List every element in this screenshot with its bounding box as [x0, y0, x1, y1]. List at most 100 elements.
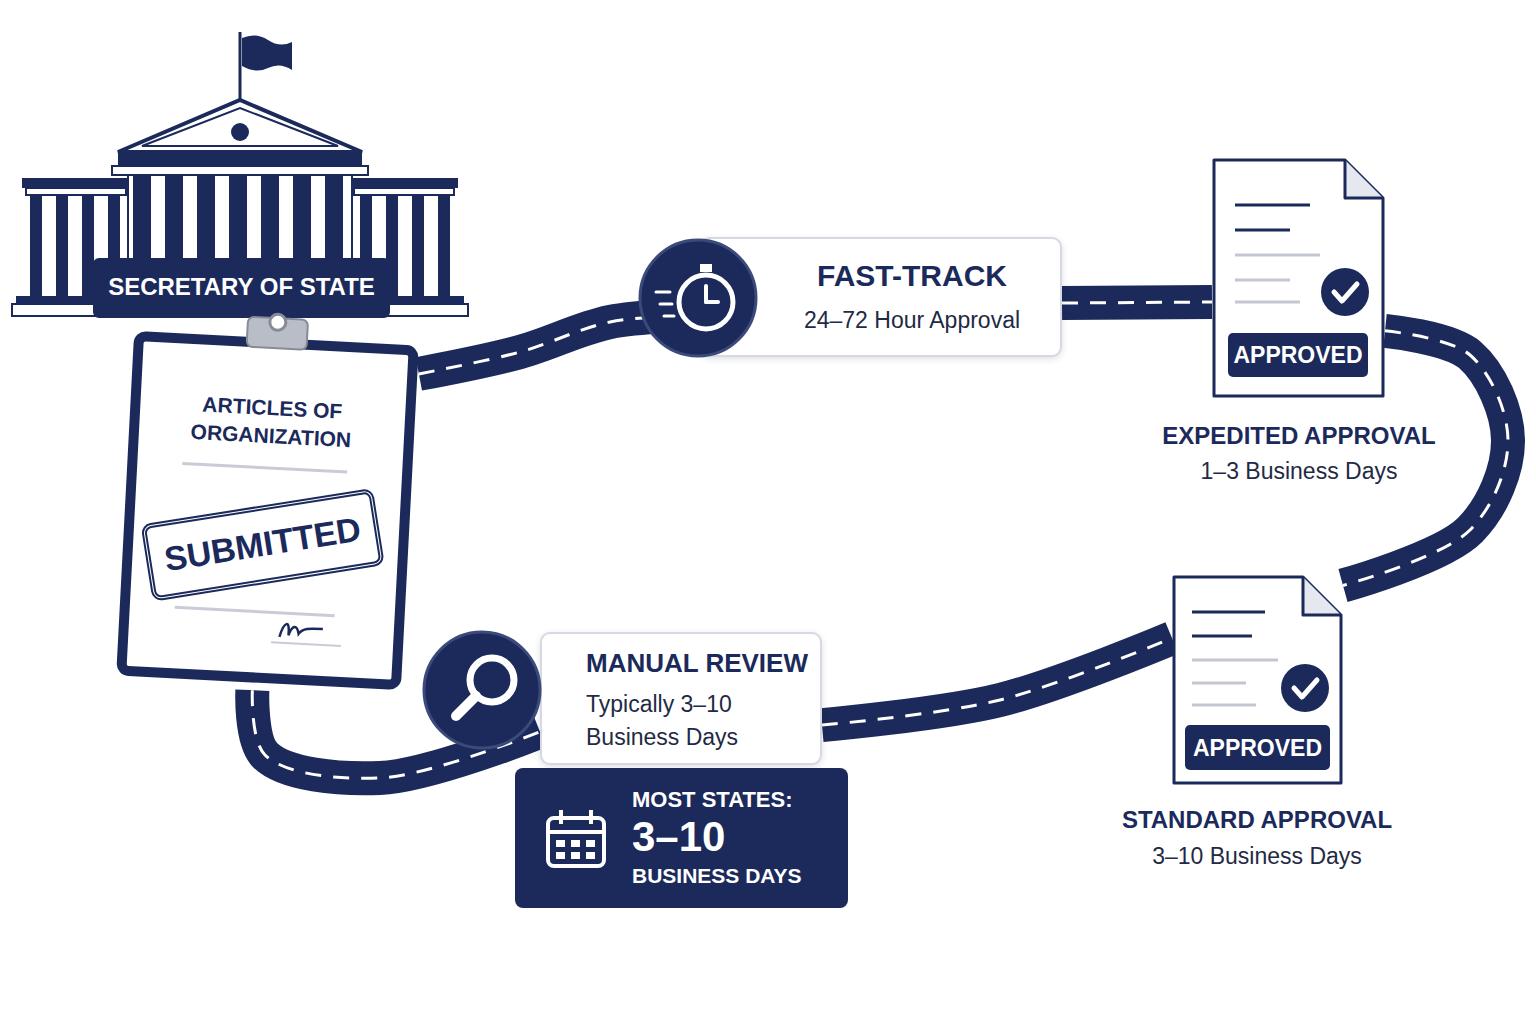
- summary-unit: BUSINESS DAYS: [632, 864, 842, 887]
- signature: [279, 624, 323, 639]
- speed-line: [664, 315, 674, 318]
- pediment: [118, 100, 362, 152]
- office-name: SECRETARY OF STATE: [93, 273, 390, 302]
- badge-text: APPROVED: [1228, 342, 1368, 370]
- check-mark: [1294, 680, 1317, 697]
- office-label: SECRETARY OF STATE: [93, 258, 390, 318]
- check-mark: [1334, 284, 1357, 301]
- clipboard-form: ARTICLES OF ORGANIZATION SUBMITTED: [116, 331, 419, 690]
- doc-line: [1235, 301, 1300, 304]
- path-duration: 24–72 Hour Approval: [770, 307, 1054, 335]
- clipboard-clip: [247, 317, 308, 350]
- column: [30, 196, 42, 296]
- wing-cornice: [354, 188, 454, 195]
- doc-line: [1235, 204, 1310, 207]
- calendar-cell: [571, 840, 580, 847]
- icon-disc: [424, 632, 540, 748]
- road-centerline: [419, 315, 700, 374]
- approval-heading: EXPEDITED APPROVAL: [1119, 422, 1479, 451]
- paper-line: [182, 463, 347, 472]
- document-details: [1192, 205, 1369, 712]
- form-title: ARTICLES OF ORGANIZATION: [170, 389, 373, 456]
- status-stamp: SUBMITTED: [141, 488, 385, 602]
- document-page: [1174, 577, 1341, 783]
- document-fold: [1345, 160, 1383, 198]
- wing-roof: [352, 178, 458, 188]
- calendar-ring: [589, 810, 593, 824]
- handle: [456, 696, 476, 716]
- approval-document: EXPEDITED APPROVAL1–3 Business DaysAPPRO…: [1212, 158, 1385, 398]
- doc-line: [1192, 704, 1256, 707]
- calendar-ring: [559, 810, 563, 824]
- calendar-icon: [548, 810, 604, 866]
- summary-number: 3–10: [632, 814, 842, 860]
- path-duration: Typically 3–10 Business Days: [586, 688, 796, 754]
- approved-badge: APPROVED: [1185, 725, 1330, 770]
- pediment-medallion: [231, 123, 249, 141]
- paper-line: [175, 607, 335, 615]
- check-badge: [1281, 664, 1329, 712]
- doc-line: [1192, 682, 1246, 685]
- road-connector: [822, 638, 1172, 725]
- approval-duration: 3–10 Business Days: [1087, 843, 1427, 871]
- doc-line: [1235, 229, 1290, 232]
- signature-line: [271, 642, 341, 646]
- calendar-cell: [556, 852, 565, 859]
- capitol-building: [12, 32, 468, 316]
- watch-hand: [706, 300, 718, 304]
- doc-line: [1192, 635, 1252, 638]
- column: [56, 196, 68, 296]
- wing-roof: [22, 178, 128, 188]
- road-path: [419, 315, 700, 374]
- cornice: [112, 166, 368, 175]
- speed-line: [656, 291, 670, 294]
- doc-line: [1192, 659, 1278, 662]
- road-centerline: [822, 638, 1172, 725]
- lens: [470, 658, 514, 702]
- document-page: [1214, 160, 1383, 396]
- magnifier-icon: [424, 632, 540, 748]
- approval-document: STANDARD APPROVAL3–10 Business DaysAPPRO…: [1172, 575, 1343, 785]
- approved-badge: APPROVED: [1228, 333, 1368, 377]
- summary-heading: MOST STATES:: [632, 788, 842, 812]
- road-centerline: [252, 690, 540, 778]
- approval-duration: 1–3 Business Days: [1119, 458, 1479, 486]
- road-centerline: [1062, 302, 1212, 303]
- calendar-cell: [586, 840, 595, 847]
- path-box: FAST-TRACK 24–72 Hour Approval: [700, 237, 1062, 357]
- doc-line: [1235, 279, 1290, 282]
- calendar-cell: [586, 852, 595, 859]
- path-box: MANUAL REVIEW Typically 3–10 Business Day…: [540, 632, 822, 765]
- calendar-frame: [548, 818, 604, 866]
- badge-text: APPROVED: [1185, 735, 1330, 763]
- wing-cornice: [26, 188, 126, 195]
- path-heading: MANUAL REVIEW: [586, 648, 816, 679]
- road-connector: [1062, 302, 1212, 303]
- watch-face: [679, 275, 733, 329]
- check-badge: [1321, 268, 1369, 316]
- doc-line: [1192, 611, 1265, 614]
- document-fold: [1303, 577, 1341, 615]
- watch-button: [700, 264, 712, 272]
- road-path: [252, 690, 540, 778]
- watch-hand: [704, 286, 708, 302]
- road-path: [1062, 302, 1212, 303]
- icon-disc: [640, 240, 756, 356]
- calendar-bar: [548, 830, 604, 834]
- entablature: [118, 152, 362, 166]
- doc-line: [1235, 254, 1320, 257]
- clip-ring: [269, 314, 286, 331]
- clipboard-details: [173, 310, 358, 646]
- calendar-cell: [556, 840, 565, 847]
- column: [438, 196, 450, 296]
- speed-line: [660, 303, 672, 306]
- calendar-cell: [571, 852, 580, 859]
- summary-box: MOST STATES:3–10BUSINESS DAYS: [515, 768, 848, 908]
- stopwatch-icon: [640, 240, 756, 356]
- road-connector: [419, 315, 700, 374]
- road-connector: [252, 690, 540, 778]
- flag: [242, 35, 292, 70]
- path-heading: FAST-TRACK: [770, 258, 1054, 294]
